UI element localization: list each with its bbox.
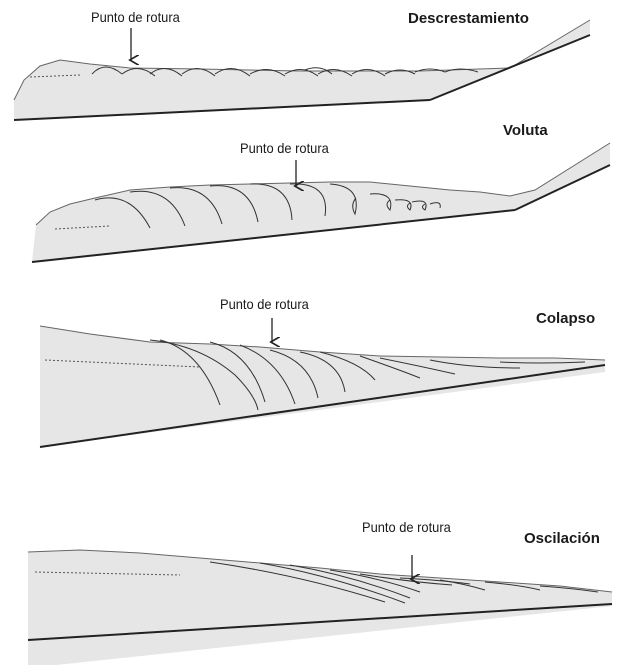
panel-title-descrestamiento: Descrestamiento bbox=[408, 10, 529, 27]
slope-line-1 bbox=[430, 35, 590, 100]
breakpoint-label-descrestamiento: Punto de rotura bbox=[91, 9, 180, 25]
breakpoint-label-colapso: Punto de rotura bbox=[220, 296, 309, 312]
breakpoint-label-voluta: Punto de rotura bbox=[240, 140, 329, 156]
panel-title-oscilacion: Oscilación bbox=[524, 530, 600, 547]
panel-voluta bbox=[32, 143, 610, 262]
panel-title-colapso: Colapso bbox=[536, 310, 595, 327]
breakpoint-label-oscilacion: Punto de rotura bbox=[362, 519, 451, 535]
panel-oscilacion bbox=[28, 550, 612, 665]
panel-colapso bbox=[40, 318, 605, 447]
beach-profile-4 bbox=[28, 550, 612, 665]
panel-title-voluta: Voluta bbox=[503, 122, 548, 139]
panel-descrestamiento bbox=[14, 20, 590, 120]
beach-profile-2 bbox=[32, 143, 610, 262]
slope-line-2 bbox=[515, 165, 610, 210]
beach-profile-3 bbox=[40, 326, 605, 447]
